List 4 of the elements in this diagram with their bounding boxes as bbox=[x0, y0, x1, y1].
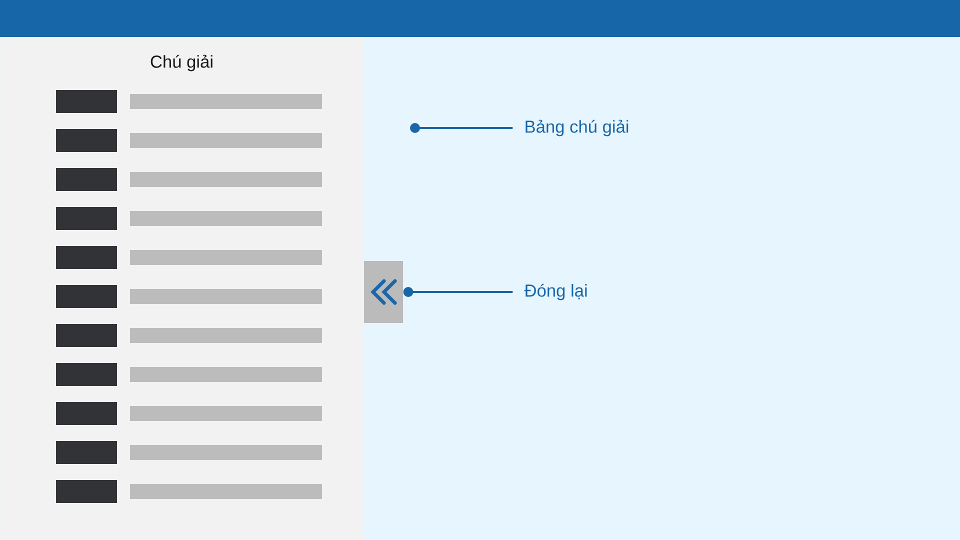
leader-line bbox=[403, 287, 513, 297]
callout-label: Đóng lại bbox=[524, 284, 587, 300]
callout-label: Bảng chú giải bbox=[526, 120, 628, 136]
leader-line bbox=[410, 123, 513, 133]
